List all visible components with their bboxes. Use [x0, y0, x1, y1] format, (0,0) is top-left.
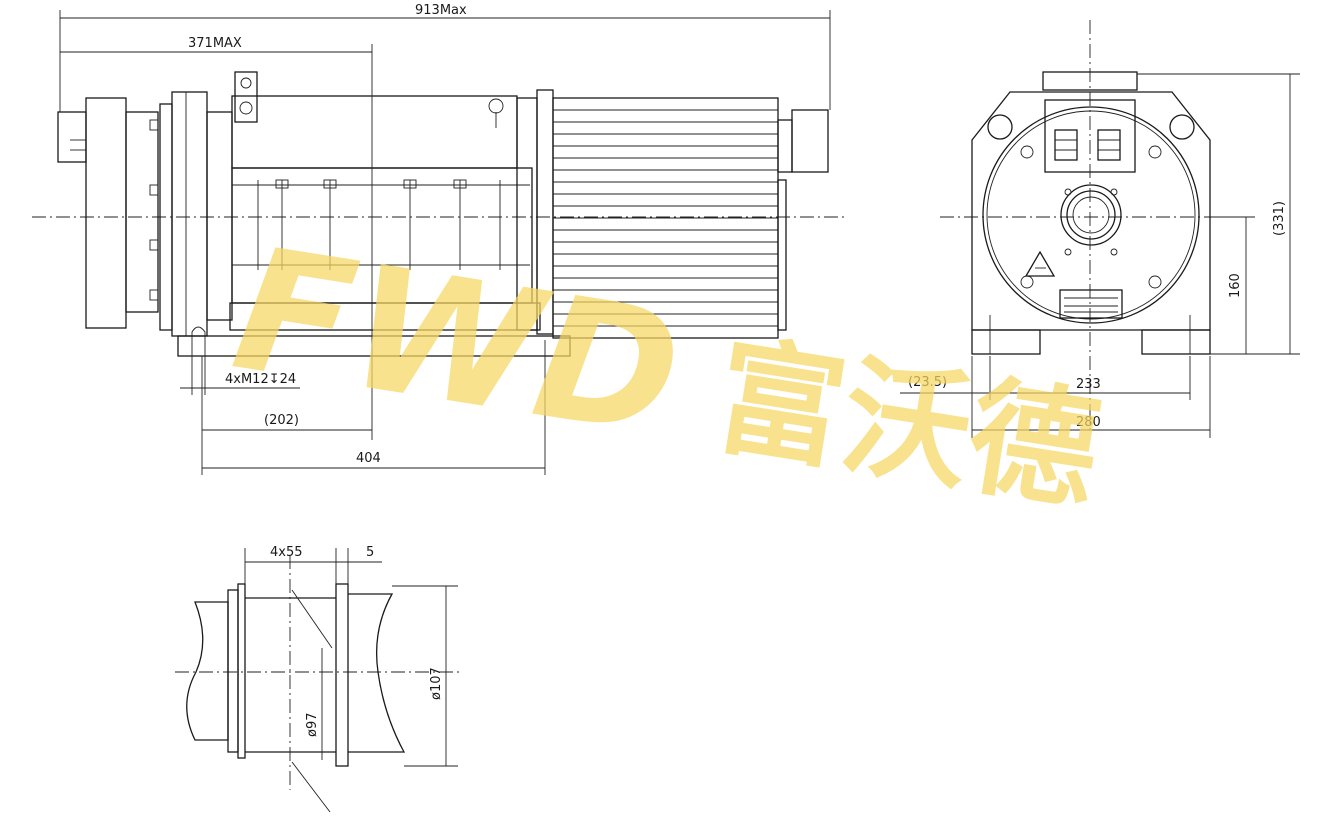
dim-center-height-160: 160: [1228, 273, 1243, 298]
dim-groove-pitch: 4x55: [270, 545, 303, 560]
dim-offset-202: (202): [264, 413, 299, 428]
drum-detail-view: 4x55 5 ø107 ø97: [175, 545, 460, 813]
end-view: (331) 160 (23.5) 233 280: [900, 20, 1300, 438]
watermark-logo: FWD: [222, 210, 692, 475]
dim-groove-width: 5: [366, 545, 374, 560]
dim-overall-length: 913Max: [415, 3, 467, 18]
dim-mount-holes: 4xM12↧24: [225, 372, 296, 387]
dim-offset-23-5: (23.5): [908, 375, 947, 390]
side-view: 913Max 371MAX 4xM12↧24 (202) 404: [32, 3, 845, 475]
dim-base-404: 404: [356, 451, 381, 466]
watermark-chinese: 富沃德: [706, 322, 1109, 529]
watermark: FWD 富沃德: [222, 210, 1108, 529]
dim-hole-spacing-233: 233: [1076, 377, 1101, 392]
dim-dia-97: ø97: [305, 713, 320, 738]
dim-height-331: (331): [1272, 201, 1287, 236]
dim-dia-107: ø107: [429, 667, 444, 700]
dim-partial-length: 371MAX: [188, 36, 242, 51]
dim-base-width-280: 280: [1076, 415, 1101, 430]
